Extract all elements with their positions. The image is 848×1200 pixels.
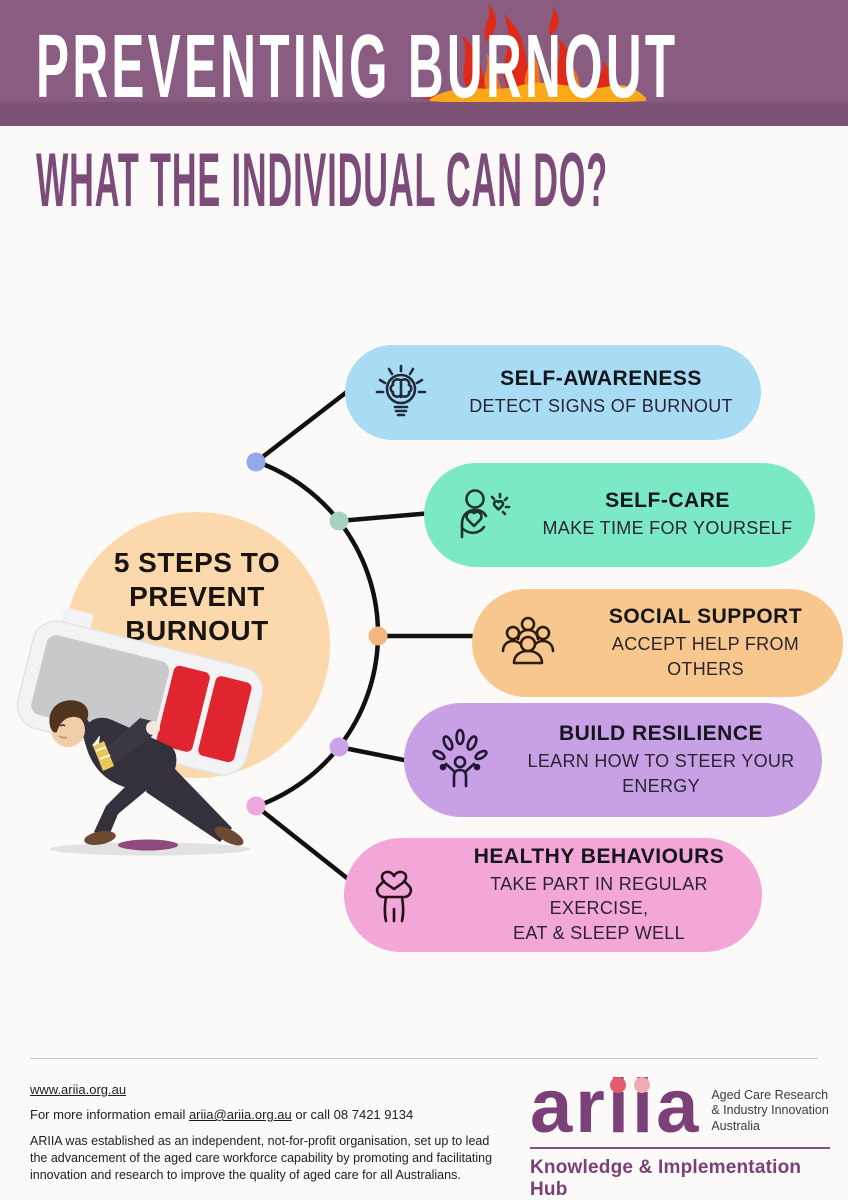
ariia-logo: ariia Aged Care Research & Industry Inno… <box>530 1069 836 1200</box>
footer-divider <box>30 1058 818 1059</box>
logo-dot-red <box>610 1077 626 1093</box>
website-link[interactable]: www.ariia.org.au <box>30 1082 127 1097</box>
people-group-icon <box>472 611 584 675</box>
lightbulb-brain-icon <box>345 361 457 425</box>
step-subtitle: DETECT SIGNS OF BURNOUT <box>469 395 733 416</box>
step-title: SELF-AWARENESS <box>500 366 702 390</box>
subtitle: WHAT THE INDIVIDUAL CAN DO? <box>36 138 609 223</box>
heart-head-person-icon <box>344 863 444 927</box>
step-subtitle: ACCEPT HELP FROM OTHERS <box>611 634 800 679</box>
center-title: 5 STEPS TO PREVENT BURNOUT <box>113 547 281 647</box>
logo-tagline: Aged Care Research & Industry Innovation… <box>711 1088 829 1133</box>
step-card-self-care: SELF-CARE MAKE TIME FOR YOURSELF <box>424 463 815 567</box>
burnout-man-battery-illustration <box>16 607 264 856</box>
step-subtitle: TAKE PART IN REGULAR EXERCISE, EAT & SLE… <box>490 874 708 943</box>
growth-person-icon <box>404 728 516 792</box>
spoke-line-4 <box>336 744 417 765</box>
spoke-line-5 <box>253 803 355 885</box>
step-title: SOCIAL SUPPORT <box>608 605 803 629</box>
about-text: ARIIA was established as an independent,… <box>30 1134 493 1182</box>
step-title: BUILD RESILIENCE <box>558 722 763 746</box>
step-subtitle: MAKE TIME FOR YOURSELF <box>542 518 793 539</box>
step-title: SELF-CARE <box>605 489 730 513</box>
step-dot-4 <box>329 737 349 757</box>
logo-dot-pink <box>634 1077 650 1093</box>
hub-label: Knowledge & Implementation Hub <box>530 1157 802 1200</box>
step-dot-1 <box>246 452 266 472</box>
header-band: PREVENTING BURNOUT <box>0 0 848 126</box>
flames-illustration <box>420 4 648 102</box>
foot-shadow <box>118 839 178 851</box>
step-dot-5 <box>246 796 266 816</box>
contact-line: For more information email ariia@ariia.o… <box>30 1107 413 1122</box>
step-dot-2 <box>329 511 349 531</box>
step-card-build-resilience: BUILD RESILIENCE LEARN HOW TO STEER YOUR… <box>404 703 822 817</box>
spoke-line-2 <box>336 510 435 524</box>
person-hugging-heart-icon <box>424 483 536 547</box>
tired-man <box>49 700 244 846</box>
email-link[interactable]: ariia@ariia.org.au <box>188 1107 292 1122</box>
step-card-social-support: SOCIAL SUPPORT ACCEPT HELP FROM OTHERS <box>472 589 843 697</box>
contact-suffix: or call 08 7421 9134 <box>291 1107 414 1122</box>
step-card-healthy-behaviours: HEALTHY BEHAVIOURS TAKE PART IN REGULAR … <box>344 838 762 952</box>
step-subtitle: LEARN HOW TO STEER YOUR ENERGY <box>527 751 795 796</box>
page-title: PREVENTING BURNOUT <box>36 17 679 117</box>
contact-prefix: For more information email <box>30 1107 189 1122</box>
logo-divider <box>530 1147 830 1150</box>
step-dot-3 <box>368 626 388 646</box>
spoke-line-1 <box>253 388 351 465</box>
step-card-self-awareness: SELF-AWARENESS DETECT SIGNS OF BURNOUT <box>345 345 761 440</box>
step-title: HEALTHY BEHAVIOURS <box>473 845 725 869</box>
